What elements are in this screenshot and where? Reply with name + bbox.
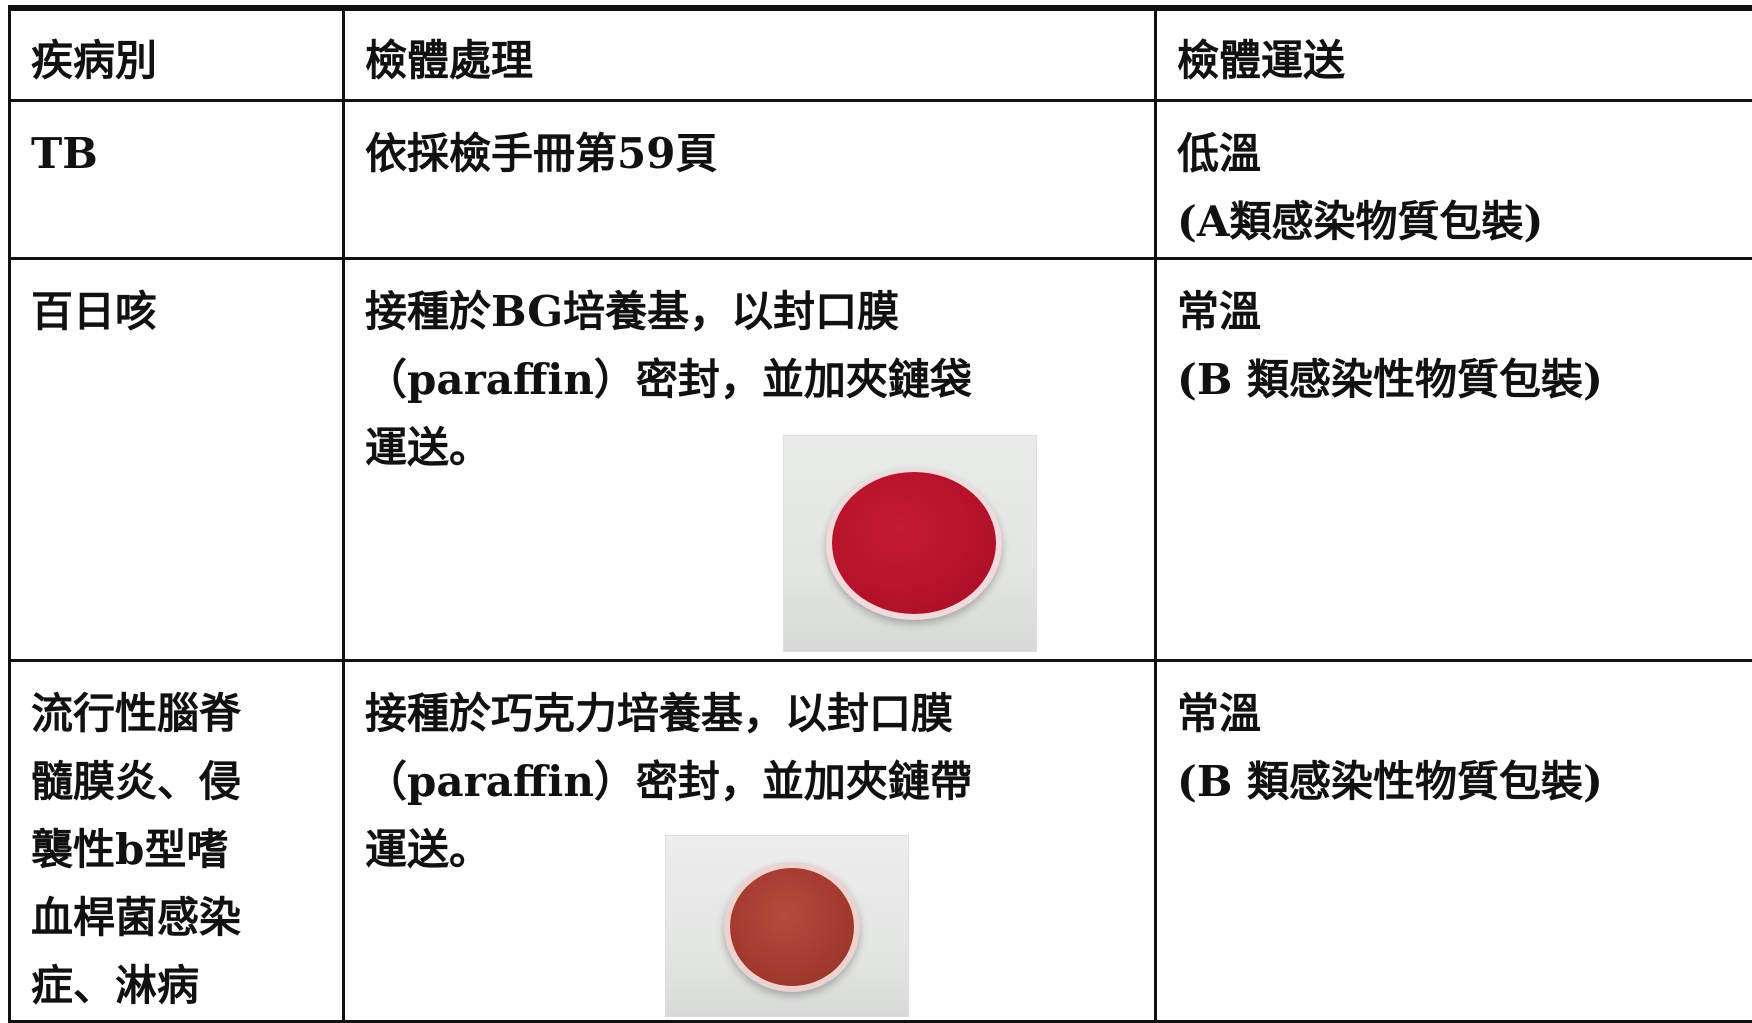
processing-text: 接種於巧克力培養基，以封口膜 bbox=[365, 680, 1140, 748]
header-processing: 檢體處理 bbox=[344, 8, 1156, 100]
disease-cell: 流行性腦脊 髓膜炎、侵 襲性b型嗜 血桿菌感染 症、淋病 bbox=[10, 660, 344, 1021]
agar-medium bbox=[832, 472, 996, 614]
header-row: 疾病別 檢體處理 檢體運送 bbox=[10, 8, 1752, 100]
disease-cell: TB bbox=[10, 100, 344, 258]
disease-text: 髓膜炎、侵 bbox=[31, 748, 328, 816]
specimen-table: 疾病別 檢體處理 檢體運送 TB 依採檢手冊第59頁 低溫 (A類感染物質包裝)… bbox=[8, 5, 1752, 1023]
disease-text: 流行性腦脊 bbox=[31, 680, 328, 748]
header-disease: 疾病別 bbox=[10, 8, 344, 100]
disease-text: 症、淋病 bbox=[31, 952, 328, 1020]
chocolate-agar-plate-image bbox=[665, 835, 909, 1017]
red-agar-plate-image bbox=[783, 435, 1037, 652]
table-row: 百日咳 接種於BG培養基，以封口膜 （paraffin）密封，並加夾鏈袋 運送。… bbox=[10, 258, 1752, 660]
processing-text: （paraffin）密封，並加夾鏈袋 bbox=[365, 346, 1140, 414]
disease-text: 襲性b型嗜 bbox=[31, 816, 328, 884]
transport-cell: 常溫 (B 類感染性物質包裝) bbox=[1156, 258, 1752, 660]
table-row: 流行性腦脊 髓膜炎、侵 襲性b型嗜 血桿菌感染 症、淋病 接種於巧克力培養基，以… bbox=[10, 660, 1752, 1021]
agar-medium bbox=[730, 868, 854, 986]
disease-text: TB bbox=[31, 120, 328, 188]
transport-cell: 常溫 (B 類感染性物質包裝) bbox=[1156, 660, 1752, 1021]
transport-text: 常溫 bbox=[1177, 278, 1738, 346]
transport-text: 常溫 bbox=[1177, 680, 1738, 748]
transport-cell: 低溫 (A類感染物質包裝) bbox=[1156, 100, 1752, 258]
transport-text: 低溫 bbox=[1177, 120, 1738, 188]
disease-text: 血桿菌感染 bbox=[31, 884, 328, 952]
processing-text: （paraffin）密封，並加夾鏈帶 bbox=[365, 748, 1140, 816]
header-transport: 檢體運送 bbox=[1156, 8, 1752, 100]
table-row: TB 依採檢手冊第59頁 低溫 (A類感染物質包裝) bbox=[10, 100, 1752, 258]
processing-cell: 接種於BG培養基，以封口膜 （paraffin）密封，並加夾鏈袋 運送。 bbox=[344, 258, 1156, 660]
transport-text: (B 類感染性物質包裝) bbox=[1177, 346, 1738, 414]
transport-text: (A類感染物質包裝) bbox=[1177, 188, 1738, 256]
processing-text: 接種於BG培養基，以封口膜 bbox=[365, 278, 1140, 346]
processing-text: 依採檢手冊第59頁 bbox=[365, 120, 1140, 188]
processing-cell: 依採檢手冊第59頁 bbox=[344, 100, 1156, 258]
disease-text: 百日咳 bbox=[31, 278, 328, 346]
transport-text: (B 類感染性物質包裝) bbox=[1177, 748, 1738, 816]
disease-cell: 百日咳 bbox=[10, 258, 344, 660]
processing-cell: 接種於巧克力培養基，以封口膜 （paraffin）密封，並加夾鏈帶 運送。 bbox=[344, 660, 1156, 1021]
